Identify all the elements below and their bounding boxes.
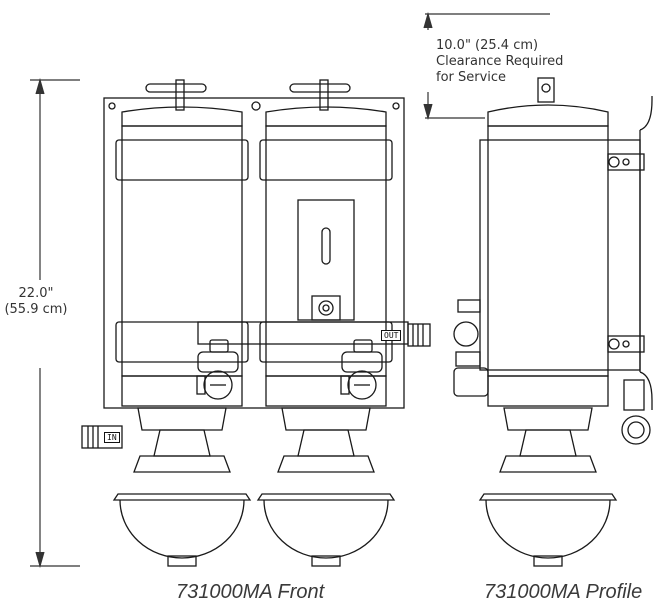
height-label-line1: 22.0" xyxy=(18,286,54,301)
valve-right xyxy=(340,339,383,400)
t-handle-right xyxy=(289,79,351,111)
clearance-label-line3: for Service xyxy=(436,70,507,85)
profile-canister xyxy=(487,125,609,377)
filter-canister-right xyxy=(259,106,393,377)
clearance-dimension xyxy=(423,11,550,121)
t-handle-left xyxy=(145,79,207,111)
profile-view xyxy=(453,77,653,567)
valve-left xyxy=(196,339,239,400)
height-label: 22.0" (55.9 cm) xyxy=(4,286,68,318)
clearance-label: 10.0" (25.4 cm) Clearance Required for S… xyxy=(436,38,563,86)
bowl-right xyxy=(256,407,396,567)
front-view xyxy=(81,79,431,567)
clearance-label-line2: Clearance Required xyxy=(436,54,564,69)
clearance-label-line1: 10.0" (25.4 cm) xyxy=(436,38,539,53)
front-caption: 731000MA Front xyxy=(176,581,325,603)
mounting-plate xyxy=(103,97,405,409)
profile-caption: 731000MA Profile xyxy=(484,581,643,603)
in-port-label: IN xyxy=(104,432,120,443)
filter-canister-left xyxy=(115,106,249,377)
height-dimension xyxy=(30,77,80,569)
out-port-label: OUT xyxy=(381,330,402,341)
bowl-left xyxy=(112,407,252,567)
height-label-line2: (55.9 cm) xyxy=(4,302,68,317)
